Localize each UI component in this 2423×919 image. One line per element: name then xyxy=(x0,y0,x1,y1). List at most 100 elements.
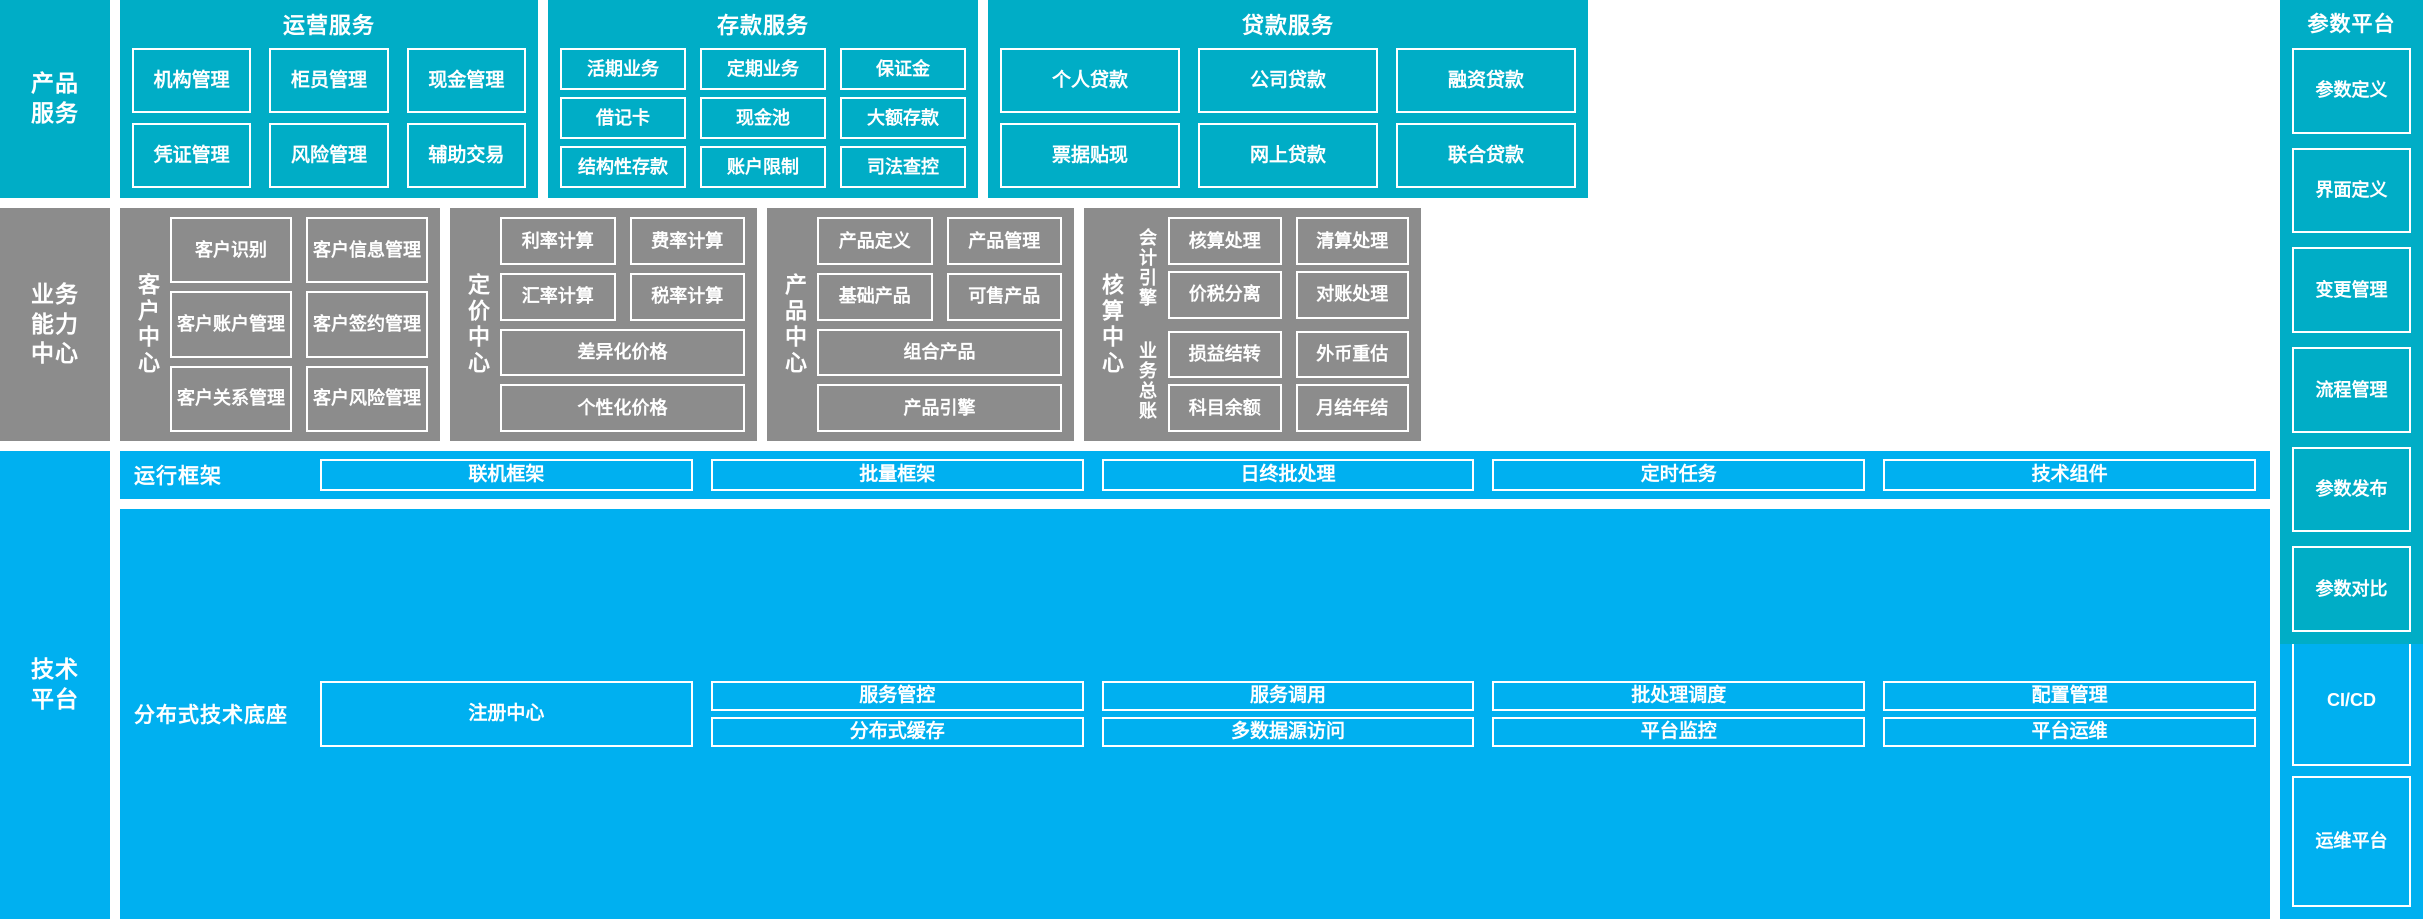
center-items-product: 产品定义 产品管理 基础产品 可售产品 组合产品 产品引擎 xyxy=(817,217,1062,432)
center-customer: 客户中心 客户识别 客户信息管理 客户账户管理 客户签约管理 客户关系管理 客户… xyxy=(120,208,440,441)
capability-box[interactable]: 客户信息管理 xyxy=(306,217,428,284)
group-parameter-platform: 参数平台 参数定义 界面定义 变更管理 流程管理 参数发布 参数对比 xyxy=(2280,0,2423,644)
tech-box[interactable]: 批量框架 xyxy=(710,459,1084,491)
capability-box[interactable]: 客户签约管理 xyxy=(306,291,428,358)
center-items-pricing: 利率计算 费率计算 汇率计算 税率计算 差异化价格 个性化价格 xyxy=(500,217,745,432)
center-label-accounting: 核算中心 xyxy=(1099,272,1124,377)
layer-label-line-1: 技术 xyxy=(31,656,79,683)
center-label-product: 产品中心 xyxy=(782,272,807,377)
layer-label-line-2: 能力 xyxy=(31,310,79,337)
tech-box[interactable]: 联机框架 xyxy=(320,459,693,491)
capability-box[interactable]: 对账处理 xyxy=(1295,270,1409,319)
parameter-box[interactable]: 参数对比 xyxy=(2292,546,2411,633)
group-items-loan-services: 个人贷款 公司贷款 融资贷款 票据贴现 网上贷款 联合贷款 xyxy=(1000,48,1576,188)
parameter-box[interactable]: 参数定义 xyxy=(2292,48,2411,134)
capability-box[interactable]: 个性化价格 xyxy=(500,384,745,432)
tech-box[interactable]: 多数据源访问 xyxy=(1101,716,1475,747)
capability-box[interactable]: 产品引擎 xyxy=(817,384,1062,432)
tech-box[interactable]: 平台运维 xyxy=(1883,716,2256,747)
capability-box[interactable]: 价税分离 xyxy=(1168,270,1282,319)
capability-box[interactable]: 客户关系管理 xyxy=(170,365,292,432)
service-box[interactable]: 票据贴现 xyxy=(1000,123,1180,188)
group-deposit-services: 存款服务 活期业务 定期业务 保证金 借记卡 现金池 大额存款 结构性存款 账户… xyxy=(548,0,978,198)
capability-box[interactable]: 产品定义 xyxy=(817,217,933,265)
capability-box[interactable]: 客户识别 xyxy=(170,217,292,284)
capability-box[interactable]: 科目余额 xyxy=(1168,384,1282,432)
band-column: 注册中心 xyxy=(320,680,693,747)
capability-box[interactable]: 费率计算 xyxy=(629,217,745,265)
capability-box[interactable]: 产品管理 xyxy=(946,217,1062,265)
tech-box[interactable]: 技术组件 xyxy=(1883,459,2256,491)
service-box[interactable]: 凭证管理 xyxy=(132,123,252,188)
center-label-pricing: 定价中心 xyxy=(465,272,490,377)
layer-label-product-services: 产品 服务 xyxy=(0,0,110,198)
layer-label-line-2: 服务 xyxy=(31,100,79,126)
accounting-block-ledger: 业务总账 损益结转 外币重估 科目余额 月结年结 xyxy=(1134,330,1409,432)
devops-box[interactable]: 运维平台 xyxy=(2292,775,2411,907)
tech-box[interactable]: 分布式缓存 xyxy=(710,716,1084,747)
parameter-box[interactable]: 界面定义 xyxy=(2292,147,2411,234)
layer-label-line-1: 业务 xyxy=(31,280,79,307)
group-loan-services: 贷款服务 个人贷款 公司贷款 融资贷款 票据贴现 网上贷款 联合贷款 xyxy=(988,0,1588,198)
capability-box[interactable]: 可售产品 xyxy=(946,272,1062,321)
tech-box[interactable]: 配置管理 xyxy=(1883,680,2256,711)
band-column: 批量框架 xyxy=(710,459,1084,491)
accounting-sublabel-engine: 会计引擎 xyxy=(1137,227,1157,308)
center-items-customer: 客户识别 客户信息管理 客户账户管理 客户签约管理 客户关系管理 客户风险管理 xyxy=(170,217,428,432)
tech-box[interactable]: 服务调用 xyxy=(1101,680,1475,711)
service-box[interactable]: 个人贷款 xyxy=(1000,48,1180,113)
capability-box[interactable]: 清算处理 xyxy=(1295,217,1409,265)
service-box[interactable]: 机构管理 xyxy=(132,48,252,113)
capability-box[interactable]: 税率计算 xyxy=(629,272,745,321)
service-box[interactable]: 司法查控 xyxy=(840,146,966,188)
capability-box[interactable]: 外币重估 xyxy=(1295,330,1409,379)
band-items-distributed-base: 注册中心 服务管控 分布式缓存 服务调用 多数据源访问 批处理调度 平台监控 xyxy=(320,680,2256,747)
capability-box[interactable]: 基础产品 xyxy=(817,272,933,321)
service-box[interactable]: 融资贷款 xyxy=(1396,48,1576,113)
capability-box[interactable]: 利率计算 xyxy=(500,217,616,265)
capability-box[interactable]: 损益结转 xyxy=(1168,330,1282,379)
center-label-customer: 客户中心 xyxy=(135,272,160,377)
devops-box[interactable]: CI/CD xyxy=(2292,634,2411,766)
service-box[interactable]: 联合贷款 xyxy=(1396,123,1576,188)
service-box[interactable]: 公司贷款 xyxy=(1198,48,1378,113)
capability-box[interactable]: 差异化价格 xyxy=(500,328,745,377)
tech-box[interactable]: 批处理调度 xyxy=(1492,680,1866,711)
service-box[interactable]: 网上贷款 xyxy=(1198,123,1378,188)
band-items-runtime-framework: 联机框架 批量框架 日终批处理 定时任务 技术组件 xyxy=(320,459,2256,491)
parameter-box[interactable]: 变更管理 xyxy=(2292,247,2411,334)
service-box[interactable]: 保证金 xyxy=(840,48,966,90)
parameter-box[interactable]: 流程管理 xyxy=(2292,347,2411,433)
service-box[interactable]: 现金池 xyxy=(700,97,826,139)
service-box[interactable]: 柜员管理 xyxy=(269,48,389,113)
layer-label-line-2: 平台 xyxy=(31,686,79,712)
service-box[interactable]: 结构性存款 xyxy=(560,146,686,188)
service-box[interactable]: 借记卡 xyxy=(560,97,686,139)
service-box[interactable]: 账户限制 xyxy=(700,146,826,188)
parameter-box[interactable]: 参数发布 xyxy=(2292,446,2411,533)
service-box[interactable]: 大额存款 xyxy=(840,97,966,139)
accounting-items-ledger: 损益结转 外币重估 科目余额 月结年结 xyxy=(1168,330,1409,432)
capability-box[interactable]: 月结年结 xyxy=(1295,384,1409,432)
tech-box[interactable]: 平台监控 xyxy=(1492,716,1866,747)
service-box[interactable]: 风险管理 xyxy=(269,123,389,188)
band-column: 技术组件 xyxy=(1883,459,2256,491)
center-items-accounting: 会计引擎 核算处理 清算处理 价税分离 对账处理 业务总账 损益结转 外币重估 … xyxy=(1134,217,1409,432)
capability-box[interactable]: 汇率计算 xyxy=(500,272,616,321)
service-box[interactable]: 活期业务 xyxy=(560,48,686,90)
capability-box[interactable]: 核算处理 xyxy=(1168,217,1282,265)
band-distributed-base: 分布式技术底座 注册中心 服务管控 分布式缓存 服务调用 多数据源访问 批处理调… xyxy=(120,508,2270,919)
capability-box[interactable]: 客户账户管理 xyxy=(170,291,292,358)
technical-platform-layer: 技术 平台 运行框架 联机框架 批量框架 日终批处理 xyxy=(0,451,2423,919)
tech-box[interactable]: 日终批处理 xyxy=(1101,459,1475,491)
capability-box[interactable]: 客户风险管理 xyxy=(306,365,428,432)
tech-box[interactable]: 注册中心 xyxy=(320,680,693,747)
tech-box[interactable]: 服务管控 xyxy=(710,680,1084,711)
service-box[interactable]: 现金管理 xyxy=(406,48,526,113)
service-box[interactable]: 辅助交易 xyxy=(406,123,526,188)
tech-box[interactable]: 定时任务 xyxy=(1492,459,1866,491)
parameter-platform-items: 参数定义 界面定义 变更管理 流程管理 参数发布 参数对比 xyxy=(2292,48,2411,633)
capability-box[interactable]: 组合产品 xyxy=(817,328,1062,377)
service-box[interactable]: 定期业务 xyxy=(700,48,826,90)
layer-label-line-1: 产品 xyxy=(31,70,79,97)
